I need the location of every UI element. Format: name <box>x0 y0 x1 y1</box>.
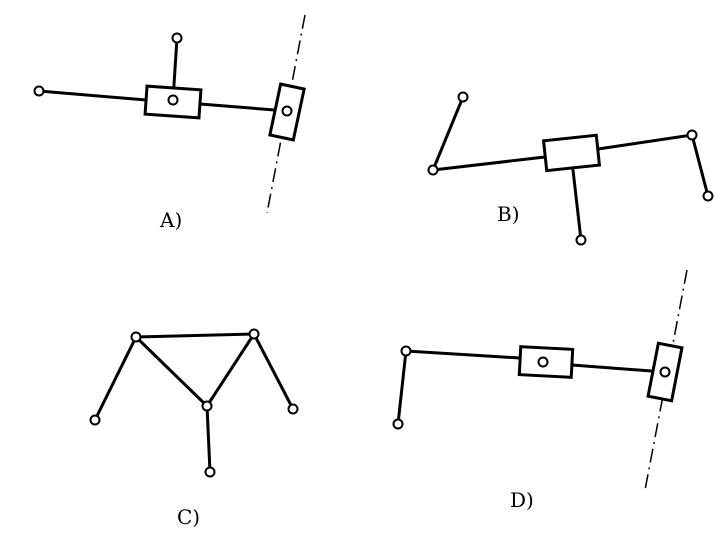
label-a: A) <box>160 208 183 232</box>
label-d: D) <box>510 488 534 512</box>
label-c: C) <box>177 505 201 529</box>
mechanism-a <box>33 14 306 214</box>
mechanism-c <box>89 328 299 478</box>
label-b: B) <box>497 202 520 226</box>
mechanism-b <box>427 91 714 246</box>
slider-block-b <box>541 133 602 173</box>
link-a2 <box>198 102 289 113</box>
mechanism-d <box>392 269 688 491</box>
link-a1 <box>37 89 148 102</box>
guide-axis-a <box>266 14 306 214</box>
